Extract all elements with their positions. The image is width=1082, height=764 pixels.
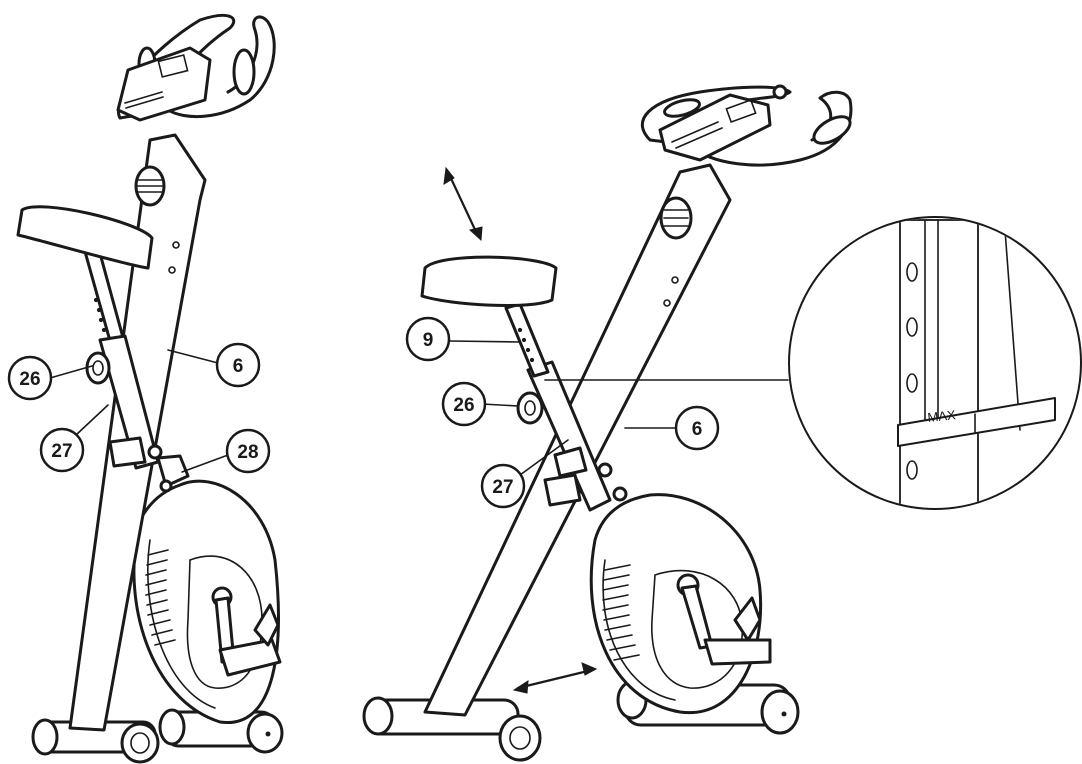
right-seat-post-holes xyxy=(517,327,535,363)
right-handlebar-knob xyxy=(659,196,693,240)
seat-adjust-arrow xyxy=(443,166,483,242)
right-rear-stabilizer xyxy=(362,696,542,762)
callout-label: 27 xyxy=(51,441,72,462)
left-housing-vents xyxy=(145,549,176,646)
callout-label: 27 xyxy=(492,477,513,498)
right-crank-pedal xyxy=(676,573,772,666)
left-seat xyxy=(16,205,154,270)
right-seat-knob xyxy=(516,391,544,425)
callout-26-left: 26 xyxy=(7,355,53,401)
right-flywheel-housing xyxy=(589,493,763,715)
left-leader-lines xyxy=(49,349,229,473)
right-hinge-bracket xyxy=(543,446,628,507)
left-seat-post-holes xyxy=(93,297,107,333)
left-frame-holes xyxy=(168,241,180,274)
left-rear-stabilizer xyxy=(31,718,160,764)
max-insertion-marker: MAX xyxy=(927,407,957,425)
right-housing-vents xyxy=(602,564,640,661)
callout-9-right: 9 xyxy=(405,316,451,362)
left-crank-pedal xyxy=(211,586,282,677)
right-leader-lines xyxy=(449,340,789,476)
callout-label: 6 xyxy=(692,419,703,440)
callout-6-left: 6 xyxy=(215,342,261,388)
callout-6-right: 6 xyxy=(674,405,720,451)
left-hinge-bracket xyxy=(108,436,190,493)
callout-label: 9 xyxy=(423,330,434,351)
right-console xyxy=(658,93,772,162)
callout-27-left: 27 xyxy=(39,427,85,473)
left-bike-illustration xyxy=(16,14,284,764)
right-frame-holes xyxy=(663,276,679,307)
seat-post-detail-magnifier xyxy=(788,216,1082,510)
right-seat-post xyxy=(504,302,550,378)
callout-27-right: 27 xyxy=(480,463,526,509)
callout-label: 6 xyxy=(233,356,244,377)
fold-direction-arrow xyxy=(512,662,598,694)
left-flywheel-housing xyxy=(132,479,280,724)
left-console xyxy=(116,46,212,122)
callout-label: 28 xyxy=(237,442,258,463)
right-bike-illustration xyxy=(362,84,853,762)
callout-28-left: 28 xyxy=(225,428,271,474)
left-seat-knob xyxy=(85,351,111,385)
callout-26-right: 26 xyxy=(441,381,487,427)
callout-label: 26 xyxy=(453,395,474,416)
left-handlebar-knob xyxy=(134,165,166,207)
right-seat xyxy=(420,255,558,307)
callout-label: 26 xyxy=(19,369,40,390)
